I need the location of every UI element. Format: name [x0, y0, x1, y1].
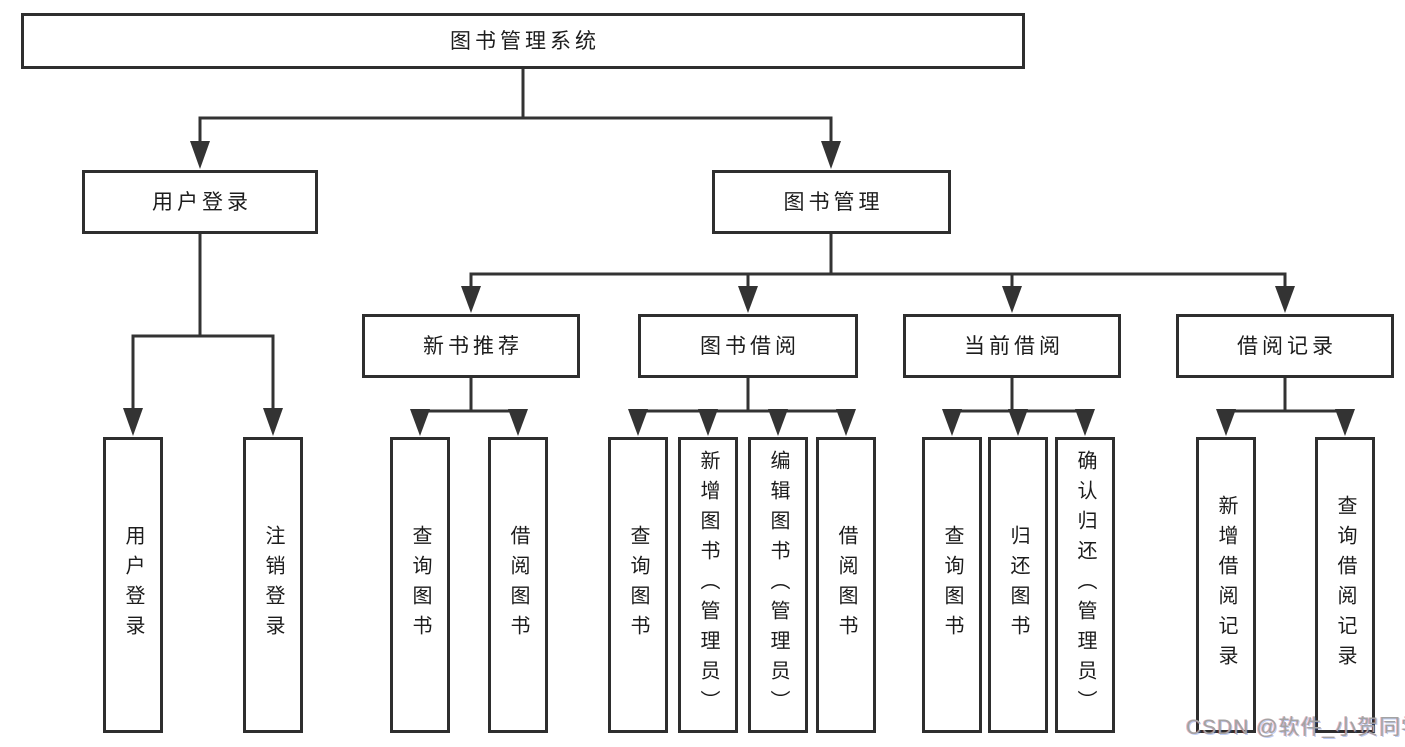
- arrow-icon: [821, 141, 841, 169]
- node-user-login-branch: 用户登录: [82, 170, 318, 234]
- connector-level2-bus: [198, 116, 833, 144]
- leaf-query-borrow-record: 查询借阅记录: [1315, 437, 1375, 733]
- node-new-book-recommendation: 新书推荐: [362, 314, 580, 378]
- node-label: 确认归还（管理员）: [1074, 450, 1096, 720]
- arrow-icon: [1008, 409, 1028, 436]
- arrow-icon: [123, 408, 143, 436]
- arrow-icon: [628, 409, 648, 436]
- node-label: 用户登录: [152, 190, 252, 214]
- connector-newbook-bus: [420, 378, 518, 413]
- leaf-edit-books-admin: 编辑图书（管理员）: [748, 437, 808, 733]
- node-borrowing-records: 借阅记录: [1176, 314, 1394, 378]
- node-label: 新增借阅记录: [1215, 495, 1237, 675]
- node-current-borrowing: 当前借阅: [903, 314, 1121, 378]
- node-label: 新书推荐: [423, 334, 523, 358]
- arrow-icon: [698, 409, 718, 436]
- node-label: 查询图书: [409, 525, 431, 645]
- node-label: 借阅图书: [835, 525, 857, 645]
- node-label: 新增图书（管理员）: [697, 450, 719, 720]
- connector-level3-bus: [469, 272, 1287, 288]
- leaf-add-books-admin: 新增图书（管理员）: [678, 437, 738, 733]
- node-label: 用户登录: [122, 525, 144, 645]
- leaf-borrow-books: 借阅图书: [488, 437, 548, 733]
- arrow-icon: [738, 286, 758, 313]
- node-book-borrowing: 图书借阅: [638, 314, 858, 378]
- leaf-add-borrow-record: 新增借阅记录: [1196, 437, 1256, 733]
- connector-records-bus: [1226, 378, 1345, 413]
- leaf-logout: 注销登录: [243, 437, 303, 733]
- leaf-user-login: 用户登录: [103, 437, 163, 733]
- node-label: 当前借阅: [964, 334, 1064, 358]
- connector-current-bus: [952, 378, 1085, 413]
- arrow-icon: [1275, 286, 1295, 313]
- arrow-icon: [1075, 409, 1095, 436]
- arrow-icon: [190, 141, 210, 169]
- leaf-confirm-return-admin: 确认归还（管理员）: [1055, 437, 1115, 733]
- node-library-management-system: 图书管理系统: [21, 13, 1025, 69]
- node-label: 查询图书: [627, 525, 649, 645]
- node-label: 图书管理: [783, 190, 884, 214]
- node-label: 查询图书: [941, 525, 963, 645]
- arrowheads: [123, 141, 1355, 436]
- arrow-icon: [263, 408, 283, 436]
- node-label: 归还图书: [1007, 525, 1029, 645]
- arrow-icon: [461, 286, 481, 313]
- arrow-icon: [1216, 409, 1236, 436]
- node-label: 编辑图书（管理员）: [767, 450, 789, 720]
- csdn-watermark: CSDN @软件_小贺同学: [1186, 716, 1405, 739]
- arrow-icon: [1002, 286, 1022, 313]
- connector-borrow-bus: [638, 378, 846, 413]
- node-label: 查询借阅记录: [1334, 495, 1356, 675]
- leaf-query-books: 查询图书: [608, 437, 668, 733]
- leaf-query-books: 查询图书: [922, 437, 982, 733]
- node-book-management-branch: 图书管理: [712, 170, 951, 234]
- node-label: 图书借阅: [700, 334, 800, 358]
- node-label: 借阅记录: [1237, 334, 1337, 358]
- leaf-borrow-books: 借阅图书: [816, 437, 876, 733]
- arrow-icon: [942, 409, 962, 436]
- node-label: 借阅图书: [507, 525, 529, 645]
- node-label: 注销登录: [262, 525, 284, 645]
- arrow-icon: [1335, 409, 1355, 436]
- arrow-icon: [410, 409, 430, 436]
- arrow-icon: [836, 409, 856, 436]
- node-label: 图书管理系统: [450, 29, 600, 53]
- leaf-query-books: 查询图书: [390, 437, 450, 733]
- arrow-icon: [768, 409, 788, 436]
- connector-user-login-bus: [131, 334, 275, 409]
- leaf-return-books: 归还图书: [988, 437, 1048, 733]
- arrow-icon: [508, 409, 528, 436]
